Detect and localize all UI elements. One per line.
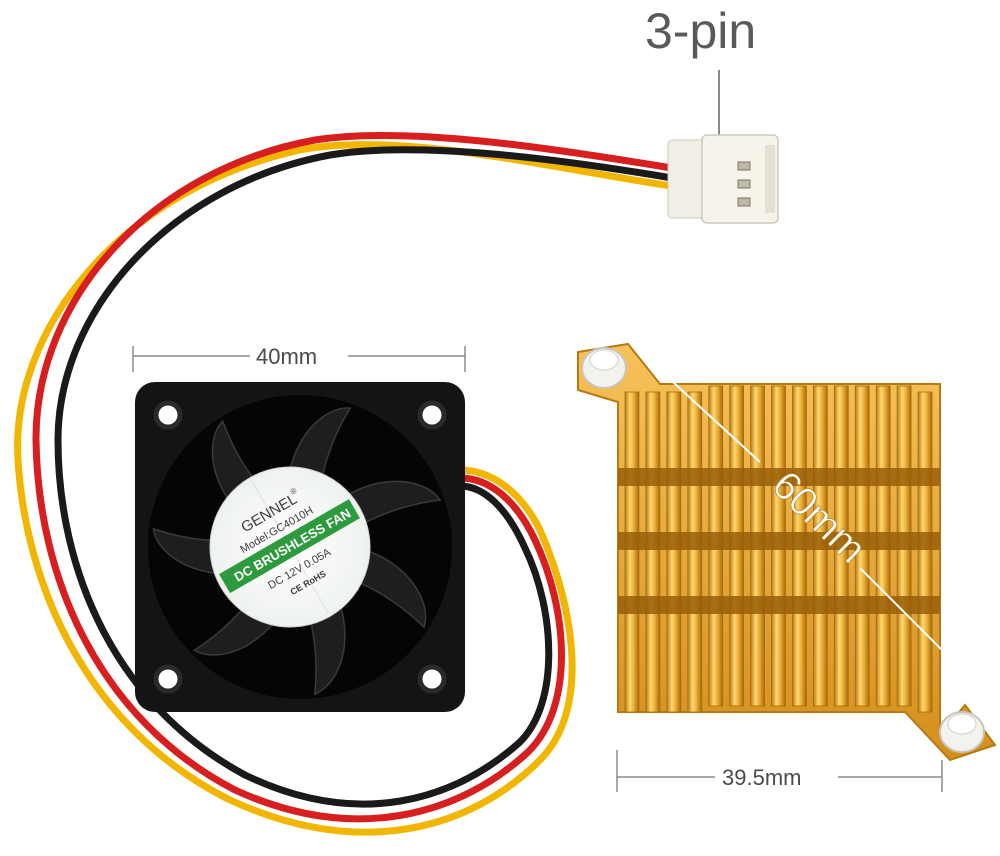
heatsink-width-dimension (616, 750, 943, 792)
pin-slot (737, 161, 751, 171)
fan-width-label: 40mm (256, 344, 317, 369)
pin-slot (737, 197, 751, 207)
heatsink-fin (687, 391, 703, 713)
3-pin-connector (667, 70, 779, 224)
mount-hole (153, 400, 183, 430)
heatsink-fin (624, 391, 640, 713)
cooling-fan: 40mm GENNEL ® Model:G (132, 344, 466, 712)
heatsink-width-label: 39.5mm (722, 765, 801, 790)
black-wire (54, 146, 676, 808)
heatsink-base-plate (577, 342, 997, 762)
heatsink: 60mm 39.5mm (577, 337, 997, 792)
fan-cable (14, 131, 676, 836)
sticker-green-banner (219, 499, 360, 594)
heatsink-fin (645, 391, 661, 713)
mount-hole (417, 664, 447, 694)
pin-slot (737, 179, 751, 189)
fan-width-dimension (132, 346, 466, 372)
heatsink-fin (666, 391, 682, 713)
red-wire (32, 131, 676, 823)
heatsink-fin (917, 391, 933, 713)
sticker-registered-mark: ® (289, 486, 299, 497)
heatsink-grooves (618, 468, 940, 614)
yellow-wire (14, 141, 676, 836)
mount-hole (417, 400, 447, 430)
connector-label: 3-pin (645, 3, 756, 59)
mount-hole (153, 664, 183, 694)
push-pin (581, 347, 627, 389)
fan-hub-sticker: GENNEL ® Model:GC4010H DC BRUSHLESS FAN … (209, 466, 371, 628)
heatsink-diagonal-dimension (624, 337, 993, 701)
push-pin (939, 711, 985, 753)
